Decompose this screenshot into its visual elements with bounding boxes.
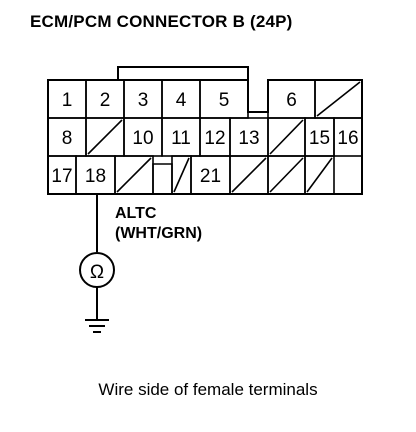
terminal-number: 6	[286, 90, 297, 111]
terminal-number: 2	[100, 90, 111, 111]
terminal-number: 17	[51, 166, 72, 187]
terminal-cavity	[333, 117, 363, 157]
terminal-number: 3	[138, 90, 149, 111]
empty-cavity-slash	[316, 81, 361, 117]
terminal-number: 12	[204, 128, 225, 149]
wire-signal-name: ALTC	[115, 205, 157, 222]
terminal-number: 5	[219, 90, 230, 111]
diagram-caption: Wire side of female terminals	[98, 380, 318, 399]
terminal-number: 16	[337, 128, 358, 149]
wire-color-code: (WHT/GRN)	[115, 225, 203, 242]
terminal-number: 8	[62, 128, 73, 149]
connector-key-notch	[152, 163, 173, 194]
terminal-number: 11	[171, 128, 191, 149]
terminal-number: 18	[85, 166, 106, 187]
terminal-number: 13	[238, 128, 259, 149]
connector-cells	[47, 79, 363, 195]
empty-cavity-slash	[306, 157, 333, 193]
terminal-number: 21	[200, 166, 221, 187]
terminal-number: 10	[132, 128, 153, 149]
connector-latch	[117, 66, 249, 79]
empty-cavity-slash	[173, 157, 190, 193]
wire-label: ALTC (WHT/GRN)	[115, 204, 202, 244]
empty-cavity	[304, 155, 335, 195]
terminal-number: 15	[309, 128, 330, 149]
ohm-symbol: Ω	[90, 262, 104, 283]
terminal-number: 4	[176, 90, 187, 111]
ground-icon	[85, 319, 109, 333]
empty-cavity-slash	[116, 157, 152, 193]
empty-cavity-slash	[269, 119, 304, 155]
terminal-number: 1	[62, 90, 73, 111]
diagram-title: ECM/PCM CONNECTOR B (24P)	[30, 12, 293, 31]
empty-cavity-slash	[231, 157, 267, 193]
empty-cavity-slash	[269, 157, 304, 193]
empty-cavity-slash	[87, 119, 123, 155]
